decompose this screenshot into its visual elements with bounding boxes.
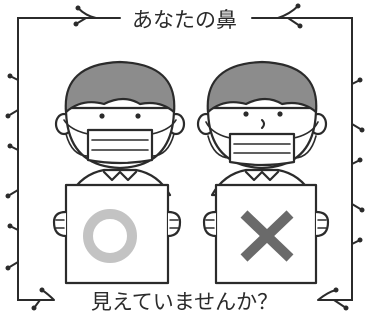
left-child-fingers [55,219,179,229]
left-child [52,60,186,285]
right-child-eye-left [243,111,249,117]
right-child-hand-right [314,210,330,238]
left-child-mask [86,128,154,165]
right-child-collar [244,170,280,182]
frame-right-vine [351,59,363,283]
poster-title: あなたの鼻 [132,8,237,32]
poster-caption: 見えていませんか？ [90,290,279,314]
left-child-eye-left [99,113,105,119]
vine-frame [5,3,365,311]
left-child-eye-right [135,113,141,119]
right-child-nose [261,119,265,129]
frame-top-left-vine [17,7,121,61]
left-child-mask-strap-left [63,119,89,157]
right-child-mask-strap-left [205,121,231,159]
right-child-mask-pleats [233,143,291,154]
circle-mark [83,209,137,263]
frame-top-right-vine [251,5,353,61]
right-child-hair [206,60,318,114]
frame-left-vine [7,59,19,283]
left-child-mask-pleats [91,139,149,151]
right-child-eye-right [277,111,283,117]
cross-mark [240,210,294,262]
left-child-collar [102,170,138,182]
left-child-hand-right [166,210,182,238]
left-child-mask-strap-right [151,119,177,157]
right-child [196,60,330,285]
right-child-mask [228,132,296,167]
left-child-hair [64,60,176,114]
right-child-hand-left [202,210,218,238]
left-child-hand-left [52,210,68,238]
right-child-mask-strap-right [293,121,319,159]
left-board [64,183,170,285]
right-child-fingers [205,219,327,229]
